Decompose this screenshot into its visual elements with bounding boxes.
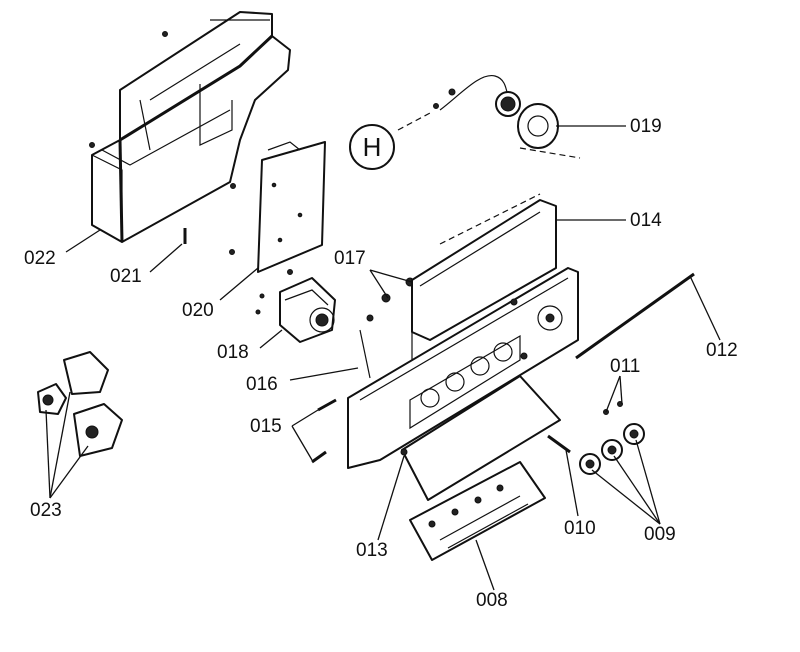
label-019: 019 <box>630 116 662 137</box>
part-labels: 022 021 020 018 017 016 015 023 019 014 … <box>24 116 738 611</box>
h-reference-badge: H <box>349 124 395 170</box>
part-020-board <box>229 141 326 275</box>
h-reference-label: H <box>363 132 382 162</box>
part-009-knobs <box>579 401 645 475</box>
label-017: 017 <box>334 248 366 269</box>
part-008-label-plate <box>409 461 546 561</box>
label-021: 021 <box>110 266 142 287</box>
part-017-clips <box>366 277 415 322</box>
label-016: 016 <box>246 374 278 395</box>
part-018-motor <box>255 277 336 343</box>
label-020: 020 <box>182 300 214 321</box>
part-016-pin <box>359 329 371 379</box>
label-015: 015 <box>250 416 282 437</box>
part-010-shaft <box>547 434 571 454</box>
label-022: 022 <box>24 248 56 269</box>
label-012: 012 <box>706 340 738 361</box>
label-023: 023 <box>30 500 62 521</box>
label-008: 008 <box>476 590 508 611</box>
part-014-top-panel <box>411 193 557 371</box>
label-014: 014 <box>630 210 662 231</box>
label-018: 018 <box>217 342 249 363</box>
label-009: 009 <box>644 524 676 545</box>
leader-lines <box>45 125 721 591</box>
part-013-cover <box>400 375 561 501</box>
label-013: 013 <box>356 540 388 561</box>
part-019-fan <box>397 75 581 159</box>
part-023-clips <box>37 351 123 457</box>
label-010: 010 <box>564 518 596 539</box>
part-015-screws <box>311 398 337 464</box>
part-012-rod <box>575 272 695 360</box>
label-011: 011 <box>610 356 640 377</box>
part-control-panel <box>347 267 579 469</box>
part-022-housing <box>89 11 291 243</box>
